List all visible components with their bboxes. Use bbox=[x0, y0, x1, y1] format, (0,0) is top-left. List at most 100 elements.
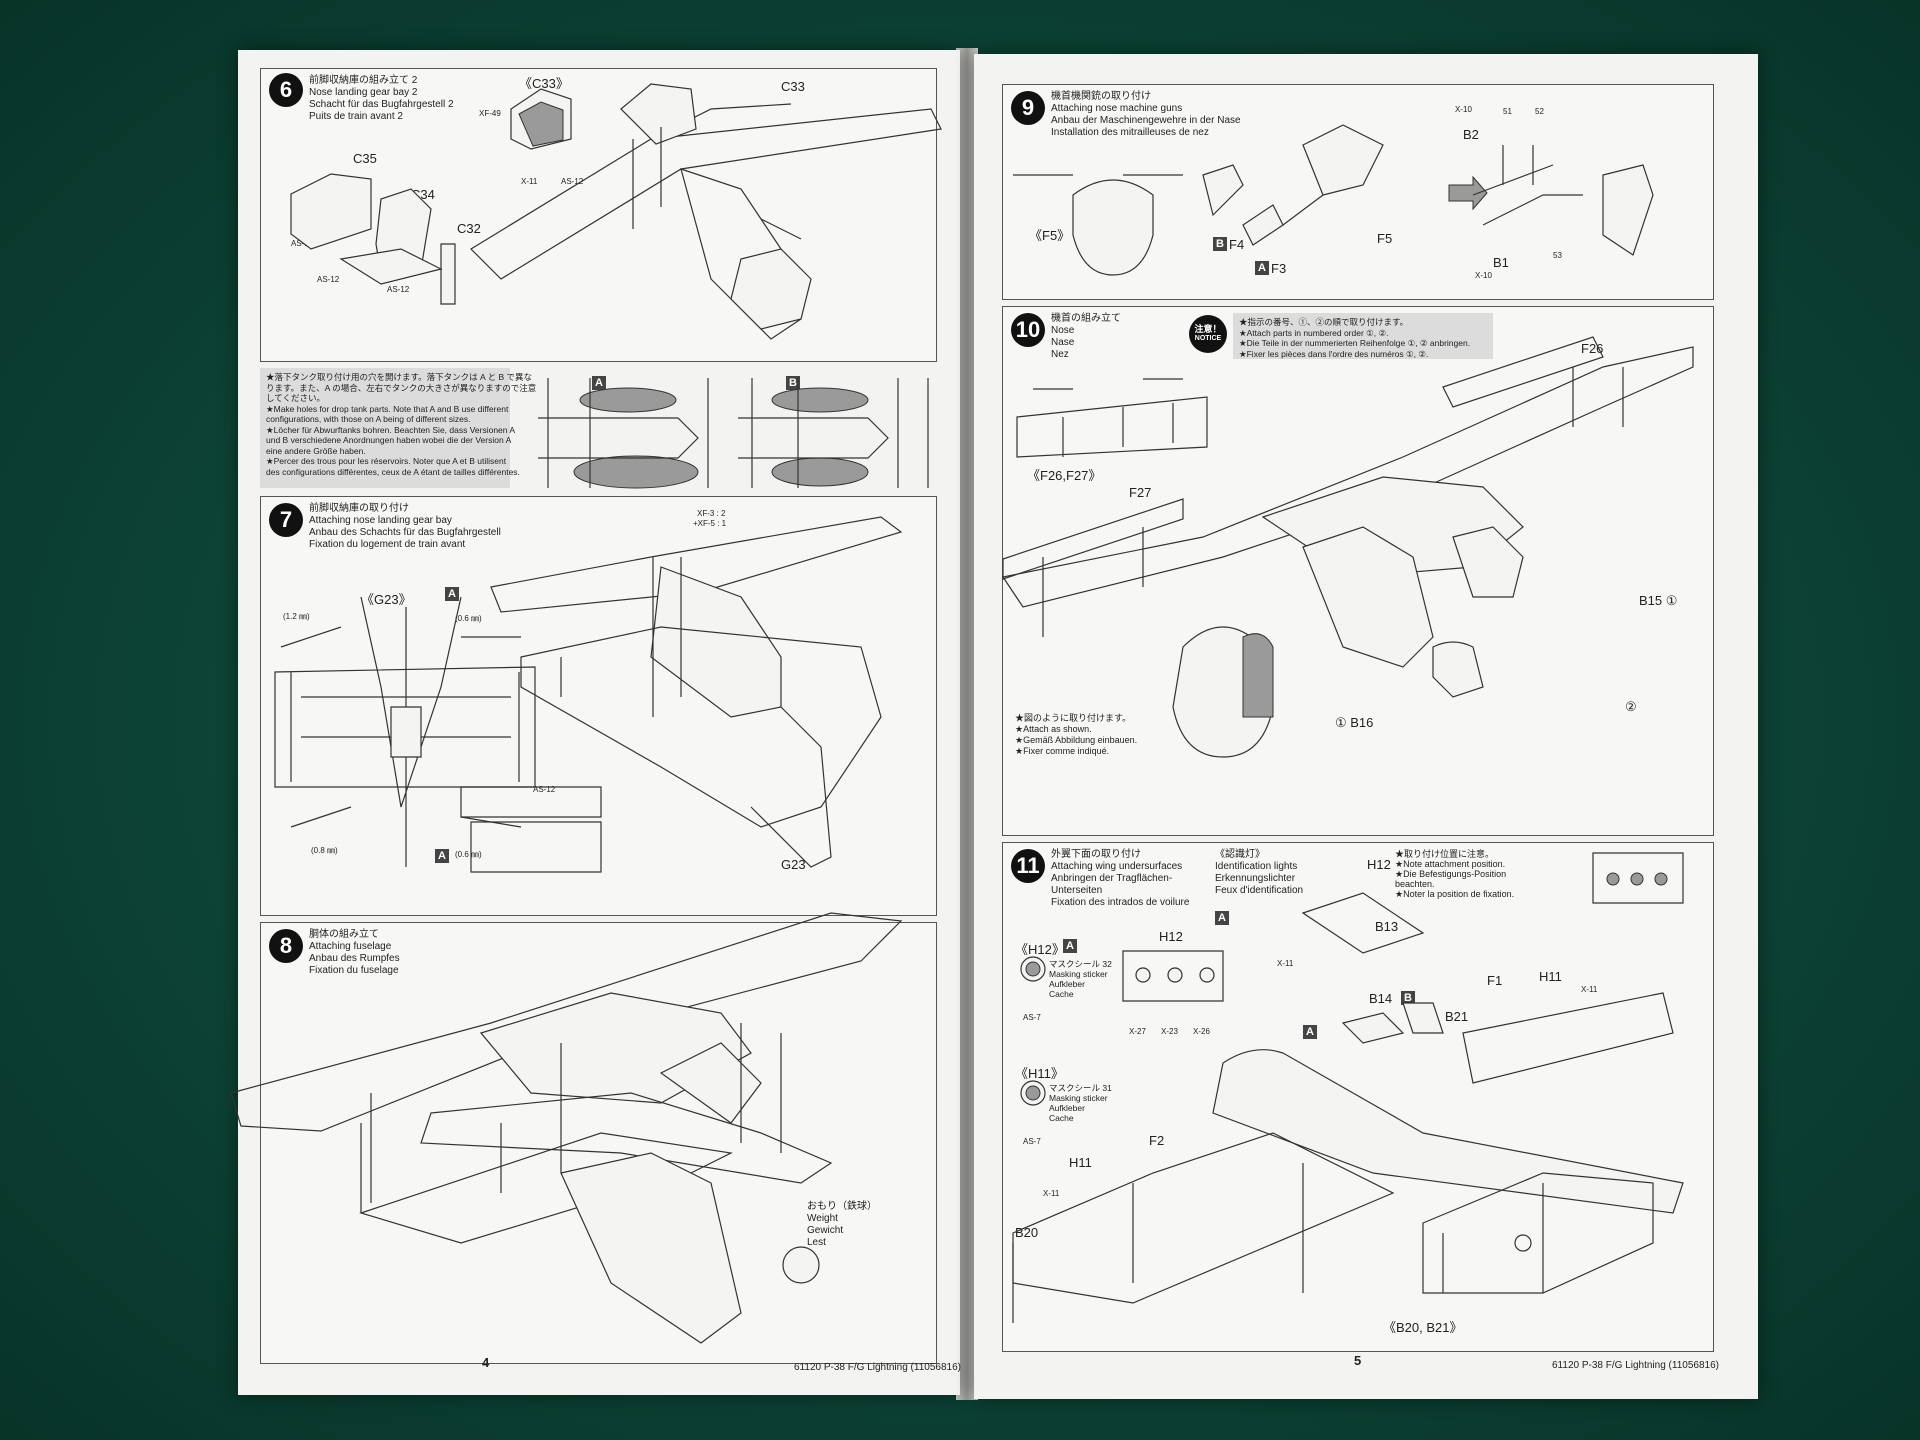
part-label-h12: H12 bbox=[1159, 929, 1183, 944]
paint-label-as12: AS-12 bbox=[533, 785, 556, 794]
paint-label-x11: X-11 bbox=[1043, 1189, 1060, 1198]
part-order-2: ② bbox=[1625, 699, 1637, 714]
part-label-b20: B20 bbox=[1015, 1225, 1039, 1240]
page-number-5: 5 bbox=[1354, 1353, 1362, 1368]
paint-label-x11: X-11 bbox=[521, 177, 538, 186]
part-label-h11: H11 bbox=[1539, 969, 1562, 984]
part-label-f5-view: 《F5》 bbox=[1029, 228, 1071, 243]
part-label-f3: F3 bbox=[1271, 261, 1287, 276]
paint-label-x26: X-26 bbox=[1193, 1027, 1210, 1036]
paint-label-x11: X-11 bbox=[1581, 985, 1598, 994]
step-6-number: 6 bbox=[269, 73, 303, 107]
part-label-c32: C32 bbox=[457, 221, 481, 236]
part-number-52: 52 bbox=[1535, 107, 1544, 116]
part-label-b20-b21-view: 《B20, B21》 bbox=[1383, 1320, 1463, 1335]
version-b-badge: B bbox=[786, 376, 800, 390]
part-label-c35: C35 bbox=[353, 151, 377, 166]
paint-label-as12: AS-12 bbox=[291, 239, 314, 248]
step-8-number: 8 bbox=[269, 929, 303, 963]
part-label-f27: F27 bbox=[1129, 485, 1152, 500]
step-9-number: 9 bbox=[1011, 91, 1045, 125]
version-a-badge: A bbox=[592, 376, 606, 390]
paint-label-as12: AS-12 bbox=[561, 177, 584, 186]
part-label-f5: F5 bbox=[1377, 231, 1393, 246]
drill-size-0-6mm: (0.6 ㎜) bbox=[455, 850, 482, 859]
paint-label-xf49: XF-49 bbox=[479, 109, 501, 118]
step-9-drawing bbox=[1013, 124, 1654, 276]
version-b-badge: B bbox=[1213, 237, 1227, 251]
drill-size-1-2mm: (1.2 ㎜) bbox=[283, 612, 310, 621]
attachment-position-note: ★取り付け位置に注意。★Note attachment position.★Di… bbox=[1395, 849, 1515, 899]
part-label-b14: B14 bbox=[1369, 991, 1393, 1006]
drill-size-0-8mm: (0.8 ㎜) bbox=[311, 846, 338, 855]
version-a-badge: A bbox=[1063, 939, 1077, 953]
part-label-g23-view: 《G23》 bbox=[361, 592, 412, 607]
drop-tank-note: ★落下タンク取り付け用の穴を開けます。落下タンクは A と B で異なります。ま… bbox=[260, 368, 536, 488]
paint-label-x11: X-11 bbox=[1277, 959, 1294, 968]
paint-label-x10: X-10 bbox=[1475, 271, 1492, 280]
part-label-b21: B21 bbox=[1445, 1009, 1469, 1024]
part-label-b2: B2 bbox=[1463, 127, 1479, 142]
step-10-drawing bbox=[1002, 336, 1694, 758]
part-label-h12: H12 bbox=[1367, 857, 1391, 872]
step-7-number: 7 bbox=[269, 503, 303, 537]
notice-text: ★指示の番号、①、②の順で取り付けます。★Attach parts in num… bbox=[1233, 313, 1493, 359]
booklet-gutter bbox=[956, 48, 978, 1400]
notice-badge: 注意！NOTICE bbox=[1189, 315, 1227, 353]
version-a-badge: A bbox=[1215, 911, 1229, 925]
paint-mix-xf5: +XF-5 : 1 bbox=[693, 519, 727, 528]
drill-size-0-6mm: (0.6 ㎜) bbox=[455, 614, 482, 623]
footer-product-code: 61120 P-38 F/G Lightning (11056816) bbox=[794, 1362, 961, 1373]
paint-label-x10: X-10 bbox=[1455, 105, 1472, 114]
part-number-51: 51 bbox=[1503, 107, 1512, 116]
step-11-drawing bbox=[1012, 852, 1684, 1323]
paint-label-as7: AS-7 bbox=[1023, 1137, 1041, 1146]
step-6-drawing bbox=[290, 83, 942, 340]
part-label-c33-view: 《C33》 bbox=[519, 76, 569, 91]
part-label-f4: F4 bbox=[1229, 237, 1245, 252]
part-label-f1: F1 bbox=[1487, 973, 1503, 988]
attach-as-shown-note: ★図のように取り付けます。★Attach as shown.★Gemäß Abb… bbox=[1015, 713, 1138, 756]
paint-mix-xf3: XF-3 : 2 bbox=[697, 509, 726, 518]
paint-label-as12: AS-12 bbox=[317, 275, 340, 284]
paint-label-x27: X-27 bbox=[1129, 1027, 1146, 1036]
part-label-b13: B13 bbox=[1375, 919, 1399, 934]
step-7-drawing bbox=[274, 516, 903, 873]
part-label-f26-f27-view: 《F26,F27》 bbox=[1027, 468, 1102, 483]
part-label-f2: F2 bbox=[1149, 1133, 1165, 1148]
step-11-number: 11 bbox=[1011, 849, 1045, 883]
part-label-h11: H11 bbox=[1069, 1155, 1092, 1170]
paint-label-x23: X-23 bbox=[1161, 1027, 1178, 1036]
paint-label-as7: AS-7 bbox=[1023, 1013, 1041, 1022]
version-b-badge: B bbox=[1401, 991, 1415, 1005]
version-a-badge: A bbox=[1255, 261, 1269, 275]
step-10-number: 10 bbox=[1011, 313, 1045, 347]
version-a-badge: A bbox=[435, 849, 449, 863]
part-label-b1: B1 bbox=[1493, 255, 1509, 270]
version-a-badge: A bbox=[445, 587, 459, 601]
part-label-b15: B15 ① bbox=[1639, 593, 1678, 608]
drop-tank-diagram bbox=[538, 378, 929, 489]
page-number-4: 4 bbox=[482, 1355, 490, 1370]
part-label-c33: C33 bbox=[781, 79, 805, 94]
part-label-h12-view: 《H12》 bbox=[1015, 942, 1065, 957]
step-8-drawing bbox=[230, 912, 903, 1344]
paint-label-as12: AS-12 bbox=[387, 285, 410, 294]
